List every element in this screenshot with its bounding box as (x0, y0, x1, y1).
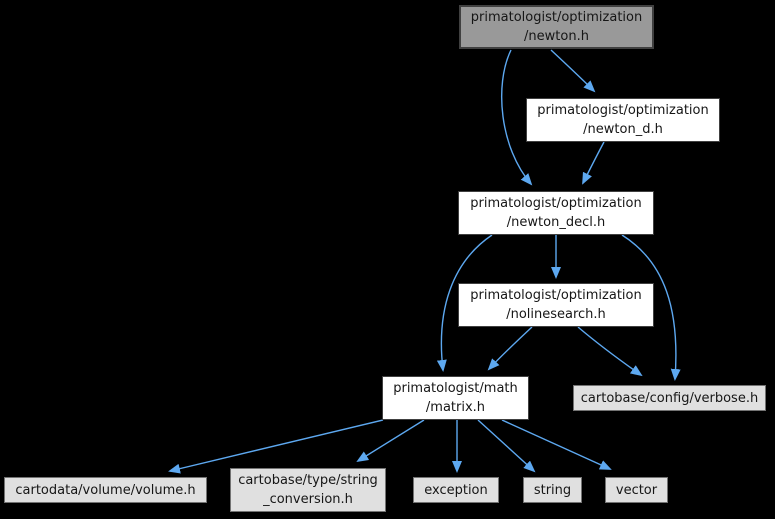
edge-newton-to-newton_d (550, 49, 596, 93)
node-label: primatologist/optimization (537, 103, 709, 118)
node-label: cartobase/type/string (238, 473, 378, 488)
node-label: vector (615, 482, 658, 498)
node-label: /newton_decl.h (506, 215, 606, 230)
node-label: /nolinesearch.h (506, 307, 606, 322)
edge-matrix-to-string (477, 419, 536, 473)
node-label: primatologist/optimization (470, 288, 642, 303)
node-newton_d-h[interactable]: primatologist/optimization /newton_d.h (526, 98, 720, 142)
edge-matrix-to-string_conversion (356, 419, 425, 463)
node-exception: exception (413, 477, 499, 503)
edge-nolinesearch-to-matrix (487, 326, 533, 371)
node-verbose-h: cartobase/config/verbose.h (573, 385, 766, 411)
edge-matrix-to-vector (501, 419, 612, 470)
node-label: _conversion.h (263, 492, 353, 507)
node-label: cartobase/config/verbose.h (580, 390, 759, 406)
node-label: /newton_d.h (583, 122, 663, 137)
node-vector: vector (605, 477, 668, 503)
node-nolinesearch-h[interactable]: primatologist/optimization /nolinesearch… (458, 283, 654, 327)
edge-newton-to-newton_decl (501, 49, 533, 186)
node-label: cartodata/volume/volume.h (15, 482, 196, 498)
edge-nolinesearch-to-verbose (577, 326, 643, 377)
edge-newton_d-to-newton_decl (582, 141, 605, 185)
edge-newton_decl-to-verbose (621, 234, 681, 381)
node-volume-h: cartodata/volume/volume.h (4, 477, 207, 503)
node-label: /matrix.h (425, 400, 486, 415)
node-label: primatologist/optimization (470, 10, 643, 25)
node-newton_decl-h[interactable]: primatologist/optimization /newton_decl.… (458, 191, 654, 235)
node-string: string (523, 477, 582, 503)
node-label: primatologist/optimization (470, 196, 642, 211)
edge-matrix-to-volume (168, 419, 384, 474)
node-label: primatologist/math (393, 381, 518, 396)
node-label: /newton.h (524, 29, 589, 44)
node-newton-h: primatologist/optimization /newton.h (459, 5, 654, 49)
node-label: exception (424, 482, 488, 498)
node-label: string (533, 482, 572, 498)
node-string_conversion-h: cartobase/type/string _conversion.h (230, 468, 386, 512)
edge-newton_decl-to-matrix (436, 234, 493, 372)
node-matrix-h[interactable]: primatologist/math /matrix.h (382, 376, 529, 420)
